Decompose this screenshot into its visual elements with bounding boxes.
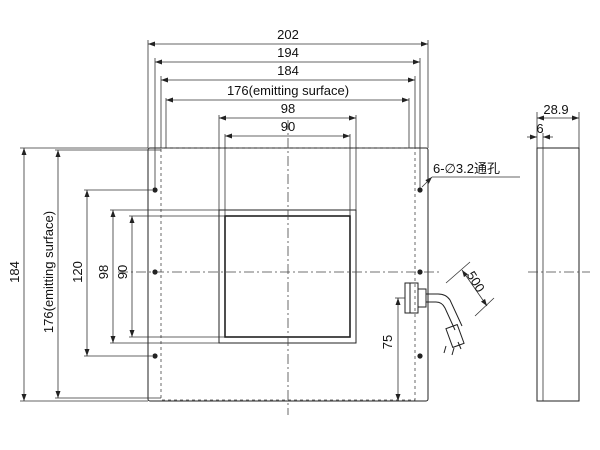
dim-label-left-184: 184 (7, 261, 22, 283)
dim-label-left-90: 90 (115, 265, 130, 279)
left-dimensions: 184 176(emitting surface) 120 98 90 (7, 147, 225, 402)
hole-leader (421, 176, 433, 188)
connector-cable: 500 75 (380, 261, 495, 401)
dim-label-left-176: 176(emitting surface) (41, 211, 56, 333)
mount-hole-top-left (152, 187, 158, 193)
dim-label-202: 202 (277, 27, 299, 42)
mount-hole-top-right (417, 187, 423, 193)
top-dimensions: 202 194 184 176(emitting surface) 98 90 (147, 27, 429, 216)
holes-callout: 6-∅3.2通孔 (433, 161, 500, 176)
front-view (118, 120, 520, 415)
dim-label-left-98: 98 (96, 265, 111, 279)
cable-end-connector (445, 323, 465, 349)
mount-hole-bottom-left (152, 353, 158, 359)
connector-flange (417, 288, 427, 308)
dim-label-left-120: 120 (70, 261, 85, 283)
dim-label-500: 500 (464, 268, 488, 294)
side-view: 28.9 6 (527, 102, 590, 402)
mount-hole-mid-left (152, 269, 158, 275)
dim-label-28-9: 28.9 (543, 102, 568, 117)
window-90-outline (224, 215, 351, 338)
dim-label-90: 90 (281, 119, 295, 134)
dim-label-75: 75 (380, 335, 395, 349)
side-view-body (536, 147, 580, 402)
dim-label-194: 194 (277, 45, 299, 60)
connector-housing (404, 282, 419, 314)
dim-line-500 (461, 269, 488, 307)
mount-hole-mid-right (417, 269, 423, 275)
dim-label-184: 184 (277, 63, 299, 78)
dim-label-98: 98 (281, 101, 295, 116)
dim-label-176: 176(emitting surface) (227, 83, 349, 98)
mount-hole-bottom-right (417, 353, 423, 359)
dim-label-6: 6 (536, 121, 543, 136)
cable-path (426, 293, 463, 327)
window-98-outline (218, 209, 357, 344)
